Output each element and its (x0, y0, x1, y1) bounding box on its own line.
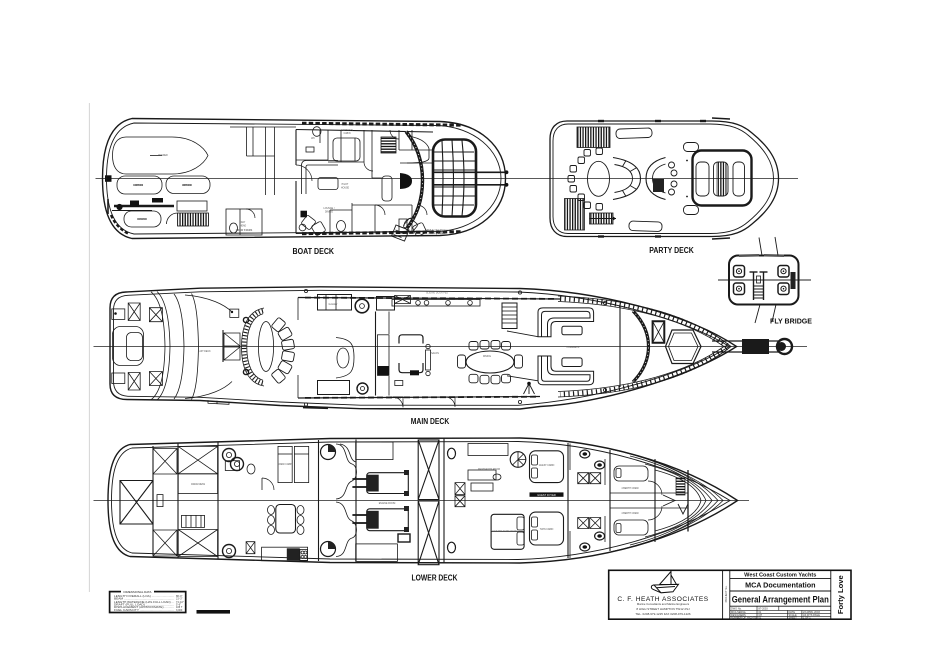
svg-text:West Coast Custom Yachts: West Coast Custom Yachts (744, 573, 816, 579)
svg-text:MASTER HIS ROOM: MASTER HIS ROOM (478, 468, 500, 471)
svg-text:FLY BRIDGE: FLY BRIDGE (770, 316, 812, 325)
svg-text:LOWER DECK: LOWER DECK (412, 574, 458, 583)
svg-text:23 APRIL 2003: 23 APRIL 2003 (803, 611, 820, 614)
svg-text:KAYAK: KAYAK (138, 218, 146, 221)
svg-text:ENGINE ROOM: ENGINE ROOM (379, 503, 396, 505)
svg-text:C. F. HEATH ASSOCIATES: C. F. HEATH ASSOCIATES (617, 596, 708, 603)
svg-text:SHEET: SHEET (789, 617, 798, 620)
svg-text:Forty Love: Forty Love (836, 575, 845, 614)
svg-text:SLIDING DOOR P&S: SLIDING DOOR P&S (426, 293, 448, 295)
svg-text:21'-3": 21'-3" (176, 598, 182, 601)
svg-text:JET SKI: JET SKI (135, 185, 144, 187)
svg-text:3,000: 3,000 (176, 609, 183, 612)
svg-text:SALON: SALON (431, 352, 439, 355)
svg-text:LENGTH OVERALL (LOA) .........: LENGTH OVERALL (LOA) ...................… (114, 595, 174, 598)
svg-text:DISPLACEMENT (APPROXIMATE) ...: DISPLACEMENT (APPROXIMATE) ........... (114, 606, 174, 609)
svg-text:AFT DECK: AFT DECK (199, 350, 211, 353)
svg-text:NUMBER OF YACHTS: NUMBER OF YACHTS (731, 617, 757, 620)
svg-text:DIMENSIONAL DATA: DIMENSIONAL DATA (124, 590, 152, 594)
svg-text:TENDER: TENDER (158, 155, 168, 157)
svg-text:TEL. 0208-979-1225 FAX 0208-9: TEL. 0208-979-1225 FAX 0208-979-1226 (635, 612, 691, 616)
svg-text:DESIGNERS: DESIGNERS (731, 614, 746, 617)
svg-text:71'-10": 71'-10" (176, 601, 184, 604)
svg-text:DINING: DINING (483, 356, 491, 358)
svg-text:CH: CH (759, 614, 763, 617)
svg-text:GUEST CABIN: GUEST CABIN (539, 464, 555, 467)
svg-text:PARTY DECK: PARTY DECK (649, 246, 694, 255)
svg-text:Mooring Bollard: Mooring Bollard (429, 232, 446, 235)
svg-text:4 BERTH CREW: 4 BERTH CREW (621, 513, 639, 515)
svg-text:5'-6": 5'-6" (176, 604, 181, 607)
svg-text:DRAFT (FULL LOAD) ............: DRAFT (FULL LOAD) ......................… (114, 604, 174, 607)
svg-text:01: 01 (759, 617, 762, 620)
svg-text:HOUSE: HOUSE (341, 188, 350, 190)
svg-text:MCA SERIAL: MCA SERIAL (731, 611, 747, 614)
svg-text:Marine Consultants and Marine: Marine Consultants and Marine Engineers (637, 602, 690, 606)
svg-text:General Arrangement Plan: General Arrangement Plan (732, 594, 829, 604)
svg-text:DWG No.: DWG No. (731, 607, 742, 610)
svg-text:LOUNGE /: LOUNGE / (324, 208, 335, 210)
svg-text:WC: WC (311, 138, 315, 140)
svg-text:HEAD: HEAD (240, 225, 247, 228)
svg-text:FUEL CAPACITY ................: FUEL CAPACITY ..........................… (114, 609, 174, 612)
svg-text:86'-0": 86'-0" (176, 595, 182, 598)
svg-text:DAY: DAY (241, 221, 246, 224)
svg-text:P&S Anchor Pocket: P&S Anchor Pocket (427, 229, 448, 232)
svg-text:MCA Documentation: MCA Documentation (745, 581, 815, 590)
svg-text:GALLEY: GALLEY (329, 303, 338, 306)
svg-text:MASTER STATE ROOM: MASTER STATE ROOM (492, 530, 517, 533)
svg-text:4 BERTH CREW: 4 BERTH CREW (621, 488, 639, 490)
svg-text:CAPTAIN'S: CAPTAIN'S (341, 129, 353, 132)
svg-text:FOREDECK: FOREDECK (567, 347, 580, 349)
svg-text:105 T: 105 T (176, 606, 183, 609)
svg-text:TWIN CABIN: TWIN CABIN (540, 528, 554, 531)
svg-text:8 HIGH STREET HAMPTON TW12 2SJ: 8 HIGH STREET HAMPTON TW12 2SJ (636, 607, 690, 611)
svg-text:DINING: DINING (325, 212, 333, 214)
svg-text:CREW MESS: CREW MESS (191, 484, 206, 486)
svg-text:GUEST FOYER: GUEST FOYER (537, 493, 556, 497)
svg-text:AS FITS PAGE: AS FITS PAGE (803, 614, 820, 617)
svg-text:PILOT: PILOT (342, 184, 349, 186)
svg-text:87-2003: 87-2003 (759, 607, 769, 610)
svg-text:LENGTH WATERLINE (LWL FULL LOA: LENGTH WATERLINE (LWL FULL LOAD) ... (114, 601, 174, 604)
svg-text:CREW CABIN: CREW CABIN (278, 463, 293, 466)
svg-text:1 OF 1: 1 OF 1 (803, 617, 811, 620)
svg-text:BOAT DECK: BOAT DECK (293, 247, 335, 256)
svg-text:BEAM .........................: BEAM ...................................… (114, 598, 174, 601)
svg-text:01: 01 (759, 611, 762, 614)
svg-text:SCALE: SCALE (789, 614, 798, 617)
svg-text:DATE: DATE (789, 611, 796, 614)
svg-text:CREW STAIRS: CREW STAIRS (236, 229, 253, 232)
svg-text:PROJECT No.: PROJECT No. (724, 585, 728, 602)
svg-text:MAIN DECK: MAIN DECK (411, 417, 450, 426)
svg-text:CABIN: CABIN (343, 132, 350, 135)
svg-text:JET SKI: JET SKI (183, 185, 192, 187)
